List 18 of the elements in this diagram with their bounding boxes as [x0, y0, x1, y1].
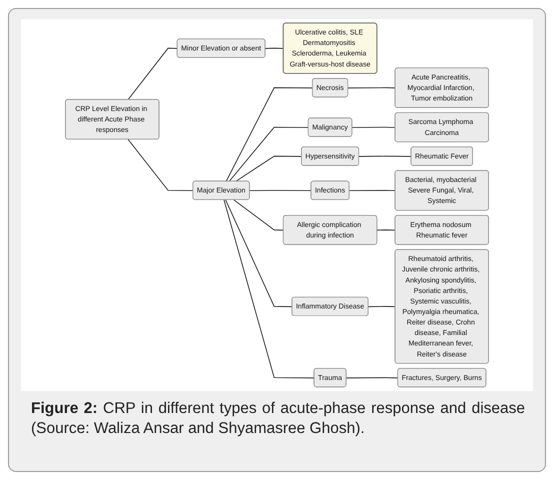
connector — [235, 156, 302, 182]
connector — [264, 48, 284, 49]
connector — [225, 200, 293, 308]
connector — [128, 48, 178, 100]
connector — [352, 126, 396, 128]
connector — [358, 156, 412, 157]
connector — [128, 139, 194, 192]
connector — [228, 126, 309, 182]
connector — [233, 200, 284, 231]
connector — [368, 306, 396, 308]
connector — [226, 87, 313, 182]
connector — [348, 87, 396, 88]
connector — [224, 200, 315, 378]
connector — [249, 190, 312, 192]
figure-caption: Figure 2: CRP in different types of acute-phase response and disease (Source: Waliza Ansar and Shyamasree Ghosh). — [31, 399, 525, 439]
connector — [346, 377, 398, 378]
connector — [376, 230, 396, 231]
connector — [349, 190, 396, 192]
